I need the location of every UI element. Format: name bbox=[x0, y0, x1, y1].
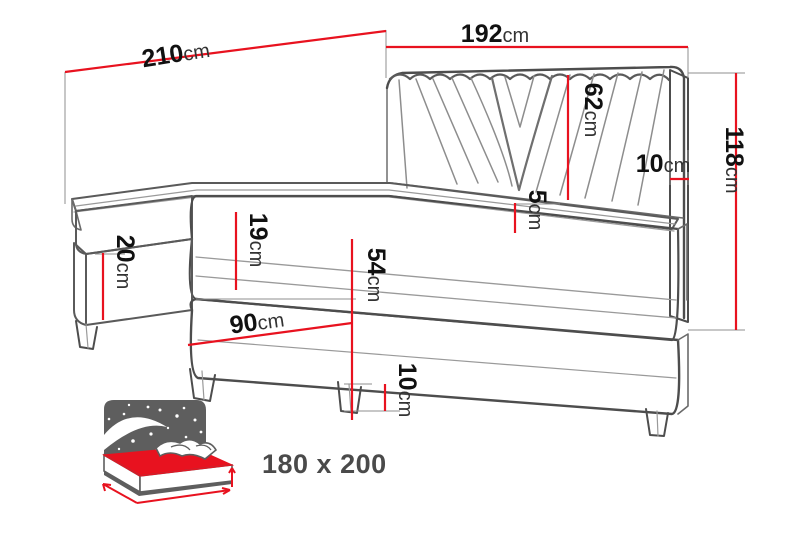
dim-label-19: 19cm bbox=[244, 213, 272, 267]
dim-label-90: 90cm bbox=[228, 304, 286, 339]
dim-label-118: 118cm bbox=[720, 126, 748, 193]
dim-label-5: 5cm bbox=[523, 190, 551, 231]
bed-with-mattress-icon: 180 x 200 bbox=[102, 400, 387, 504]
dim-label-10-leg: 10cm bbox=[393, 363, 421, 417]
dim-label-210: 210cm bbox=[140, 35, 212, 73]
dim-label-20: 20cm bbox=[111, 235, 139, 289]
mattress-size-label: 180 x 200 bbox=[262, 449, 387, 479]
dim-label-54: 54cm bbox=[362, 248, 390, 302]
dim-label-62: 62cm bbox=[579, 83, 607, 137]
dim-label-192: 192cm bbox=[461, 20, 529, 48]
dim-line-90 bbox=[187, 321, 353, 347]
bed-line-art bbox=[71, 65, 689, 437]
dimension-labels: 210cm 192cm 62cm 10cm 118cm 5cm 19cm 20 bbox=[111, 20, 748, 417]
dimension-lines bbox=[64, 29, 738, 420]
dim-line-210 bbox=[64, 29, 387, 74]
dim-label-10-thickness: 10cm bbox=[636, 150, 690, 178]
